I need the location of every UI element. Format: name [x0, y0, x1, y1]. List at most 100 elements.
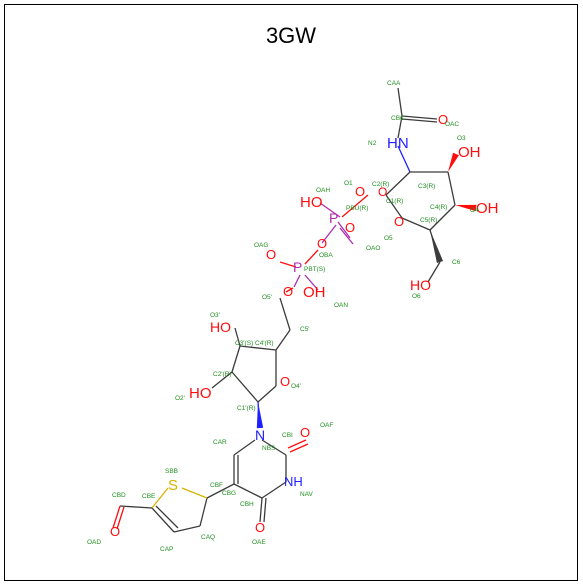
atom-name-label: CBG [222, 490, 236, 497]
bond [427, 261, 441, 283]
bond [206, 483, 235, 499]
bond [304, 274, 319, 291]
bond [401, 115, 438, 120]
heavy-atom-label: OH [458, 144, 481, 161]
atom-name-label: PBT(S) [304, 266, 325, 273]
atom-name-label: C1'(R) [237, 405, 256, 412]
heavy-atom-label: HO [210, 319, 231, 335]
heavy-atom-label: HO [410, 277, 431, 293]
atom-name-label: CAQ [201, 534, 215, 541]
atom-name-label: O1 [344, 180, 353, 187]
bond [285, 287, 294, 293]
bond [234, 327, 241, 347]
bond [275, 329, 291, 351]
bond [397, 87, 403, 117]
atom-name-label: OAG [254, 242, 268, 249]
bond [289, 443, 309, 453]
atom-name-label: O6 [412, 293, 421, 300]
atom-name-label: OAE [252, 539, 266, 546]
bond [293, 274, 301, 288]
heavy-atom-label: O [345, 220, 355, 235]
atom-name-label: OAC [445, 121, 459, 128]
atom-name-label: CBI [282, 432, 293, 439]
heavy-atom-label: O [317, 236, 327, 251]
bond [261, 439, 287, 456]
heavy-atom-label: S [168, 477, 178, 494]
bond [321, 224, 337, 244]
atom-name-label: SBB [165, 468, 178, 475]
atom-name-label: C5' [300, 326, 310, 333]
heavy-atom-label: O [355, 184, 365, 199]
bond [231, 345, 241, 373]
bond [397, 145, 411, 173]
heavy-atom-label: HN [387, 135, 409, 152]
bond [401, 118, 438, 123]
bond [261, 481, 287, 499]
atom-name-label: C5(R) [420, 217, 437, 224]
atom-name-label: NAV [300, 491, 314, 498]
atom-name-label: C4'(R) [255, 340, 274, 347]
bond [151, 507, 175, 533]
heavy-atom-label: O [438, 112, 448, 127]
atom-name-label: PBU(R) [346, 205, 368, 212]
heavy-atom-label: O [280, 374, 290, 389]
atom-name-label: NBS [262, 445, 276, 452]
atom-name-label: CBE [142, 493, 156, 500]
bond [211, 371, 233, 389]
heavy-atom-label: O [394, 214, 404, 229]
atom-name-label: CBH [240, 501, 254, 508]
atom-name-label: O2' [175, 395, 185, 402]
molecule-title: 3GW [265, 23, 317, 48]
bond [397, 115, 403, 139]
atom-name-label: OAD [87, 539, 101, 546]
bond [181, 487, 208, 499]
bond [155, 505, 179, 529]
bond [319, 202, 341, 218]
bond [259, 497, 263, 523]
heavy-atom-label: O [255, 520, 265, 535]
atom-name-label: O4' [291, 383, 301, 390]
heavy-atom-label: P [329, 210, 338, 226]
heavy-atom-label: O [300, 425, 310, 440]
heavy-atom-label: NH [284, 474, 303, 489]
wedge-bond [430, 230, 444, 263]
molecule-frame: 3GW [4, 4, 578, 581]
atom-name-labels: CAACBCOACN2O3C2(R)C3(R)C1(R)O1OAHPBU(R)C… [87, 80, 479, 553]
atom-name-label: OAH [316, 187, 330, 194]
atom-name-label: CBF [210, 482, 223, 489]
atom-name-label: O4 [470, 207, 479, 214]
bond [233, 439, 256, 456]
bond [287, 439, 307, 449]
bond [279, 261, 297, 268]
bond [304, 249, 319, 265]
atom-name-label: C1(R) [386, 198, 403, 205]
bond [173, 525, 201, 533]
atom-name-label: CAR [213, 439, 227, 446]
bond [231, 371, 259, 403]
heavy-atom-label: HO [189, 385, 212, 402]
bond [233, 483, 263, 499]
atom-name-label: CBC [391, 115, 405, 122]
atom-name-label: O5' [262, 294, 272, 301]
bond [199, 497, 208, 527]
heavy-atom-label: OH [303, 284, 326, 301]
bond [239, 345, 277, 351]
atom-name-label: O3' [210, 312, 220, 319]
heavy-atom-label: O [266, 247, 276, 262]
atom-name-label: O5 [384, 235, 393, 242]
atom-name-label: OAO [366, 245, 380, 252]
bond [119, 505, 153, 509]
atom-name-label: C3'(S) [235, 340, 253, 347]
atom-name-label: C4(R) [430, 204, 447, 211]
wedge-bond [455, 204, 477, 212]
wedge-bond [448, 152, 459, 172]
bond [151, 487, 169, 509]
atom-name-label: C2(R) [372, 181, 389, 188]
bond [339, 227, 354, 245]
bond [385, 171, 411, 196]
heavy-atom-label: OH [476, 200, 499, 217]
atom-name-label: C3(R) [418, 183, 435, 190]
bonds [112, 87, 477, 533]
